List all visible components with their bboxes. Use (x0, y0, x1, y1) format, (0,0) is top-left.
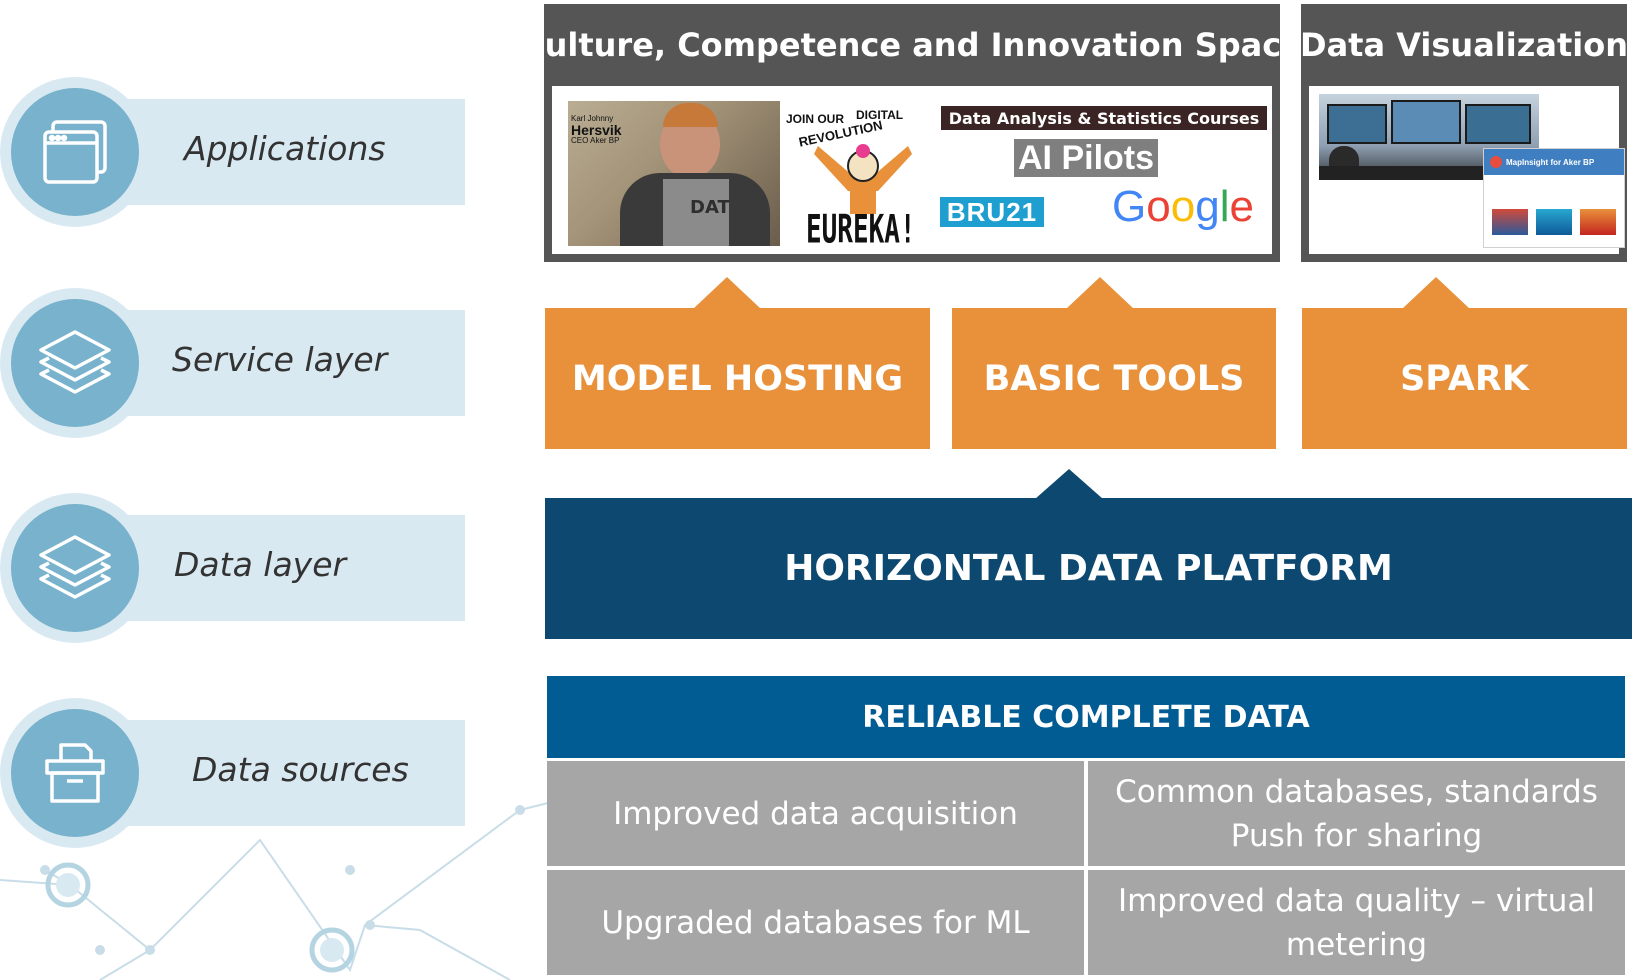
network-decoration (0, 799, 560, 980)
data-cell: Improved data acquisition (547, 761, 1084, 866)
eureka-join: JOIN OUR (786, 112, 845, 126)
courses-banner: Data Analysis & Statistics Courses (941, 106, 1267, 130)
dataviz-box-title: Data Visualization (1300, 26, 1628, 64)
google-letter: o (1146, 182, 1171, 231)
basic-tools-tile: BASIC TOOLS (952, 308, 1276, 449)
ceo-photo: DAT Karl Johnny Hersvik CEO Aker BP (568, 101, 780, 246)
mapinsight-title: MapInsight for Aker BP (1484, 149, 1624, 175)
platform-pointer (1035, 469, 1103, 499)
dataviz-box-body: MapInsight for Aker BP (1309, 86, 1625, 254)
bru21-logo: BRU21 (940, 197, 1044, 227)
layer-label: Data sources (192, 750, 409, 789)
google-letter: g (1195, 182, 1220, 231)
reliable-data-header: RELIABLE COMPLETE DATA (547, 676, 1625, 758)
data-cell: Common databases, standards Push for sha… (1088, 761, 1625, 866)
photo-shirt-text: DAT (690, 197, 730, 218)
google-letter: o (1170, 182, 1196, 231)
icon-badge (11, 709, 139, 837)
culture-innovation-box: Culture, Competence and Innovation Space… (521, 4, 1303, 262)
layer-label: Applications (184, 129, 386, 168)
layer-applications: Applications (0, 77, 470, 227)
layers-icon (39, 330, 111, 394)
tile-pointer (1402, 277, 1470, 309)
data-cell: Improved data quality – virtual metering (1088, 870, 1625, 975)
layer-data-sources: Data sources (0, 698, 470, 848)
data-cell: Upgraded databases for ML (547, 870, 1084, 975)
browser-windows-icon (43, 120, 107, 184)
photo-caption-name: Hersvik (571, 122, 622, 138)
spark-tile: SPARK (1302, 308, 1627, 449)
photo-caption-role: CEO Aker BP (571, 136, 620, 145)
eureka-logo: JOIN OUR DIGITAL REVOLUTION EUREKA! (786, 96, 926, 256)
horizontal-data-platform: HORIZONTAL DATA PLATFORM (545, 498, 1632, 639)
culture-box-title: Culture, Competence and Innovation Space (521, 26, 1303, 64)
icon-badge (11, 504, 139, 632)
ai-pilots-label: AI Pilots (1014, 139, 1159, 177)
mapinsight-window: MapInsight for Aker BP (1483, 148, 1625, 248)
photo-caption-small: Karl Johnny (571, 114, 614, 123)
layer-label: Data layer (174, 545, 347, 584)
model-hosting-tile: MODEL HOSTING (545, 308, 930, 449)
google-letter: G (1112, 182, 1147, 231)
tile-pointer (693, 277, 761, 309)
tile-pointer (1066, 277, 1134, 309)
layer-data: Data layer (0, 493, 470, 643)
robot-figure-icon (814, 144, 912, 214)
layer-service: Service layer (0, 288, 470, 438)
google-letter: e (1229, 182, 1254, 231)
eureka-word: EUREKA! (806, 208, 916, 253)
eureka-digital: DIGITAL (856, 108, 904, 122)
layer-label: Service layer (172, 340, 388, 379)
google-logo: Google (1112, 182, 1254, 232)
archive-box-icon (45, 743, 105, 803)
culture-box-body: DAT Karl Johnny Hersvik CEO Aker BP JOIN… (552, 86, 1272, 254)
icon-badge (11, 299, 139, 427)
data-visualization-box: Data Visualization MapInsight for Aker B… (1300, 4, 1628, 262)
layers-icon (39, 535, 111, 599)
google-letter: l (1219, 182, 1230, 231)
icon-badge (11, 88, 139, 216)
